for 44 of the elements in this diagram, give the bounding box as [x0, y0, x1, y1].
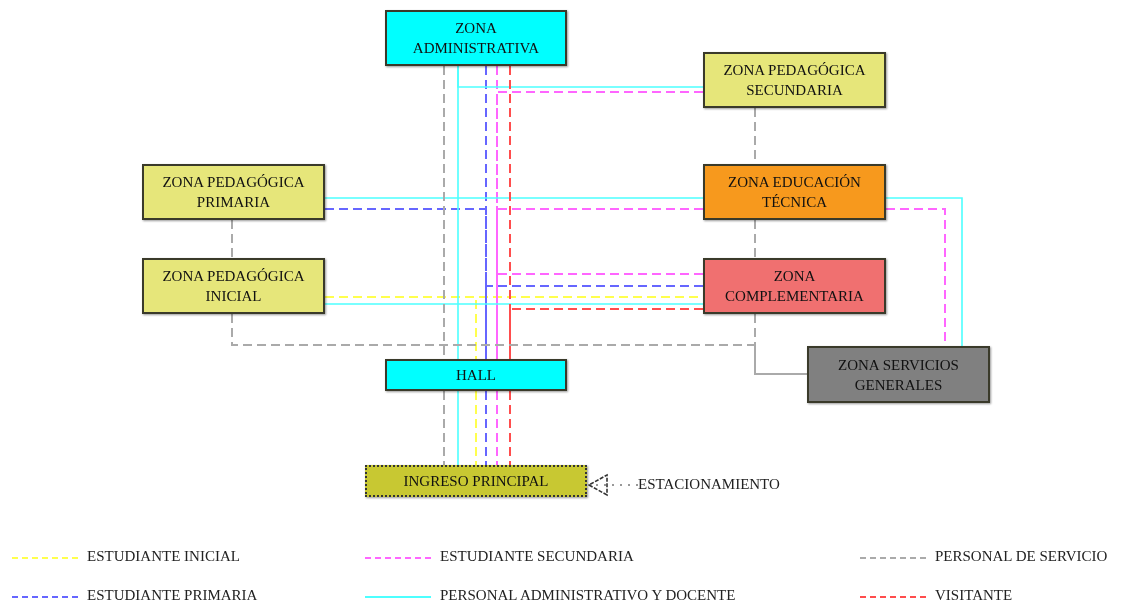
zone-label: INGRESO PRINCIPAL [403, 472, 549, 491]
zone-box [703, 258, 886, 314]
connector-line [457, 65, 704, 88]
connector-line [324, 197, 704, 199]
connector-line [324, 296, 477, 360]
zone-label: ZONA PEDAGÓGICA PRIMARIA [161, 173, 306, 212]
connector-line [509, 308, 704, 360]
legend-label: ESTUDIANTE PRIMARIA [87, 587, 258, 604]
zone-box [142, 164, 325, 220]
parking-label: ESTACIONAMIENTO [638, 476, 780, 493]
connector-line [496, 390, 498, 466]
legend-label: PERSONAL DE SERVICIO [935, 548, 1108, 565]
connector-line [443, 390, 445, 466]
zone-label: ZONA PEDAGÓGICA INICIAL [161, 267, 306, 306]
legend-label: ESTUDIANTE SECUNDARIA [440, 548, 634, 565]
zone-box [385, 10, 567, 66]
zone-box [142, 258, 325, 314]
connector-line [885, 197, 963, 347]
zone-box [385, 359, 567, 391]
legend-label: VISITANTE [935, 587, 1013, 604]
connector-line [324, 303, 704, 305]
connector-line [754, 219, 756, 259]
connector-line [324, 208, 487, 360]
zone-label: ZONA PEDAGÓGICA SECUNDARIA [722, 61, 867, 100]
legend-label: PERSONAL ADMINISTRATIVO Y DOCENTE [440, 587, 736, 604]
zone-label: HALL [456, 366, 496, 385]
zone-label: ZONA EDUCACIÓN TÉCNICA [727, 173, 862, 212]
connector-line [496, 273, 704, 360]
arrow [586, 474, 639, 496]
legend-label: ESTUDIANTE INICIAL [87, 548, 240, 565]
zone-box [807, 346, 990, 403]
zone-box [703, 52, 886, 108]
connector-line [496, 208, 704, 360]
connector-line [231, 219, 233, 259]
connector-line [457, 390, 459, 466]
connector-line [509, 390, 511, 466]
connector-line [485, 390, 487, 466]
zone-label: ZONA SERVICIOS GENERALES [837, 355, 960, 395]
connector-line [475, 390, 477, 466]
zone-box [703, 164, 886, 220]
zone-label: ZONA COMPLEMENTARIA [724, 267, 865, 306]
zone-box [365, 465, 587, 497]
connector-line [231, 313, 808, 375]
zone-label: ZONA ADMINISTRATIVA [411, 19, 541, 58]
